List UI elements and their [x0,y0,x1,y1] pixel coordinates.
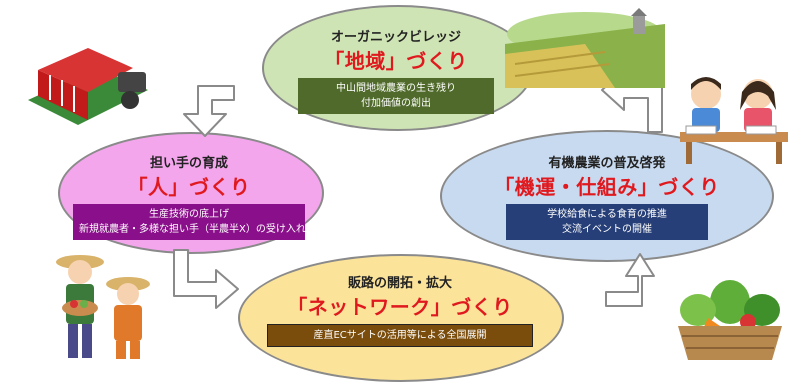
rice-planter-icon [28,48,148,125]
network-desc-line-1: 産直ECサイトの活用等による全国展開 [313,330,487,341]
people-description: 生産技術の底上げ 新規就農者・多様な担い手（半農半X）の受け入れ [73,204,306,240]
region-desc-line-1: 中山間地域農業の生き残り [336,83,456,94]
mechanism-desc-line-2: 交流イベントの開催 [562,224,652,235]
network-heading: 販路の開拓・拡大 [347,276,452,291]
region-slogan: 「地域」づくり [324,49,468,73]
arrow-network-to-mechanism-icon [605,253,655,307]
region-node: オーガニックビレッジ 「地域」づくり 中山間地域農業の生き残り 付加価値の創出 [280,26,512,114]
region-description: 中山間地域農業の生き残り 付加価値の創出 [298,78,494,114]
mechanism-slogan: 「機運・仕組み」づくり [494,175,720,199]
network-node: 販路の開拓・拡大 「ネットワーク」づくり 産直ECサイトの活用等による全国展開 [260,272,540,347]
arrow-people-to-network-icon [173,249,239,309]
region-desc-line-2: 付加価値の創出 [361,98,431,109]
vegetable-basket-icon [678,280,782,360]
children-eating-icon [680,77,788,164]
mechanism-description: 学校給食による食育の推進 交流イベントの開催 [506,204,708,240]
mechanism-desc-line-1: 学校給食による食育の推進 [547,209,667,220]
people-desc-line-2: 新規就農者・多様な担い手（半農半X）の受け入れ [79,224,306,235]
people-node: 担い手の育成 「人」づくり 生産技術の底上げ 新規就農者・多様な担い手（半農半X… [60,152,318,240]
people-heading: 担い手の育成 [149,156,228,171]
mechanism-node: 有機農業の普及啓発 「機運・仕組み」づくり 学校給食による食育の推進 交流イベン… [470,152,744,240]
network-slogan: 「ネットワーク」づくり [287,295,513,319]
farm-field-icon [505,8,665,88]
region-heading: オーガニックビレッジ [330,30,461,45]
people-desc-line-1: 生産技術の底上げ [149,209,229,220]
network-description: 産直ECサイトの活用等による全国展開 [267,324,533,347]
mechanism-ellipse [440,130,774,262]
farmers-icon [56,255,150,359]
mechanism-heading: 有機農業の普及啓発 [548,156,666,171]
network-ellipse [238,254,564,382]
people-slogan: 「人」づくり [127,175,251,199]
arrow-region-to-people-icon [183,85,235,137]
